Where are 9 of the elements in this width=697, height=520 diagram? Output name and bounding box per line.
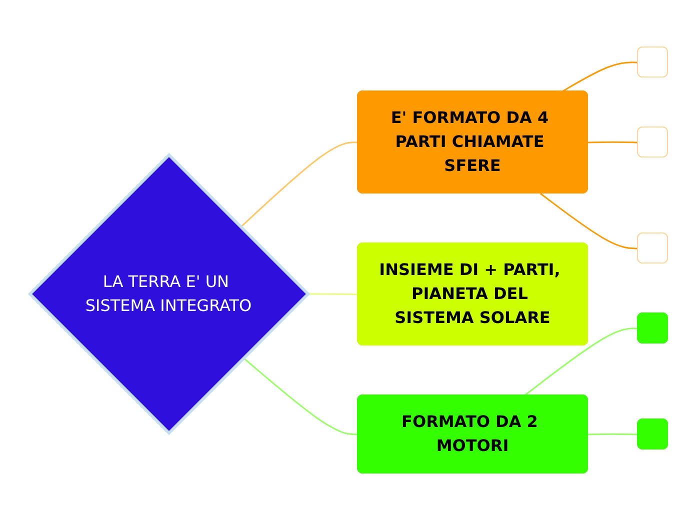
connector bbox=[240, 142, 358, 228]
connector bbox=[307, 293, 358, 296]
connector bbox=[540, 192, 638, 250]
connector bbox=[242, 357, 358, 436]
connector bbox=[588, 141, 638, 144]
connector bbox=[562, 62, 638, 92]
node-diamond: LA TERRA E' UN SISTEMA INTEGRATO bbox=[28, 152, 310, 436]
connector bbox=[524, 328, 638, 396]
connector bbox=[588, 433, 638, 436]
